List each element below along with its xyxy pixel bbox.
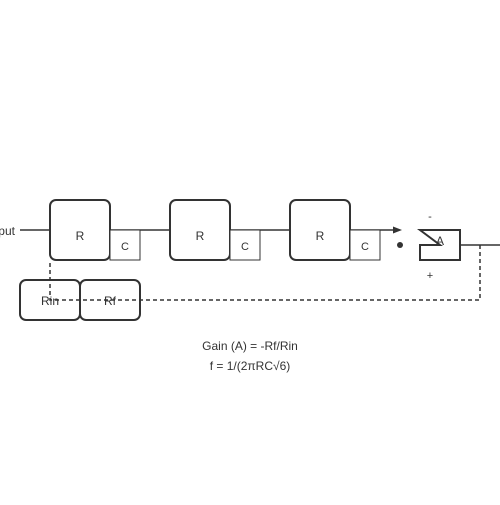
- rin-label: Rin: [41, 294, 59, 308]
- capacitor-1-label: C: [121, 241, 129, 253]
- capacitor-3: [349, 229, 381, 261]
- gain-equation: Gain (A) = -Rf/Rin: [202, 339, 298, 353]
- resistor-1-label: R: [76, 229, 85, 243]
- resistor-3-label: R: [316, 229, 325, 243]
- rf-label: Rf: [104, 294, 117, 308]
- capacitor-2-label: C: [241, 241, 249, 253]
- frequency-equation: f = 1/(2πRC√6): [210, 359, 291, 373]
- arrow-head-icon: [393, 226, 402, 234]
- opamp-symbol: [417, 229, 461, 261]
- output-label: Output: [0, 224, 16, 238]
- junction-dot: [397, 242, 403, 248]
- capacitor-2: [229, 229, 261, 261]
- feedback-path: [49, 245, 481, 301]
- opamp-label: A: [436, 234, 444, 248]
- capacitor-1: [109, 229, 141, 261]
- opamp-plus-label: +: [427, 270, 433, 282]
- opamp-minus-label: -: [428, 211, 432, 223]
- resistor-2-label: R: [196, 229, 205, 243]
- capacitor-3-label: C: [361, 241, 369, 253]
